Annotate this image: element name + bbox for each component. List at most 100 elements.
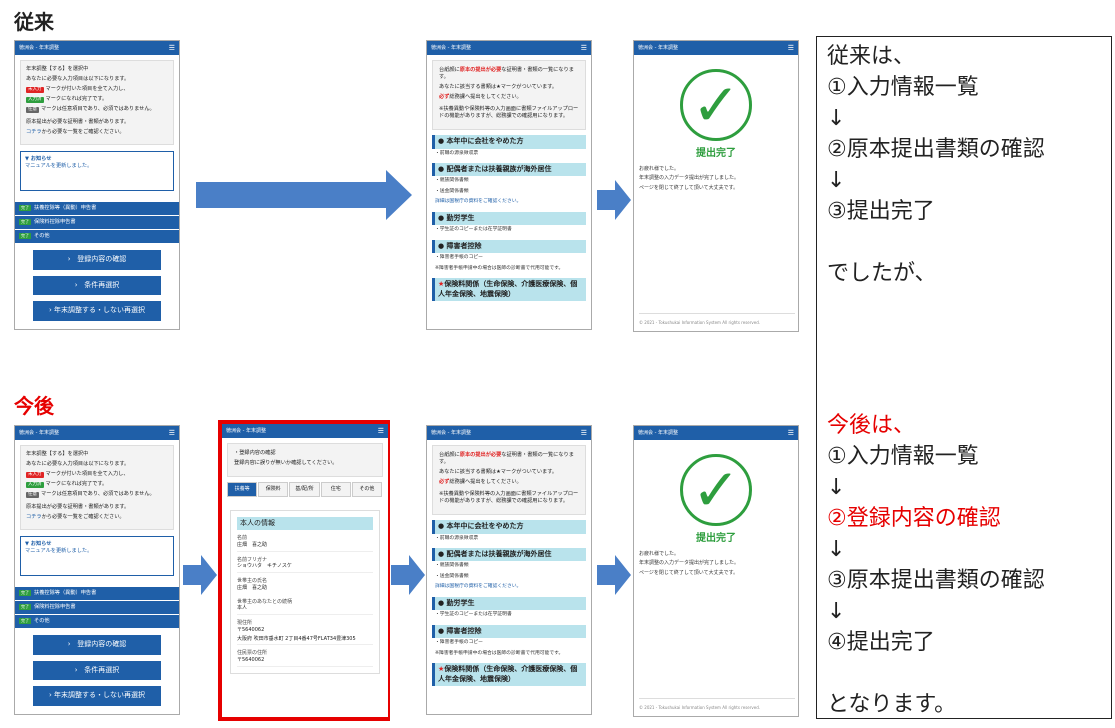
list-item[interactable]: 完了その他: [15, 615, 179, 630]
confirm-intro: ・登録内容の確認 登録内容に誤りが無いか確認してください。: [227, 443, 383, 478]
panel-line: となります。: [827, 692, 957, 717]
list-item[interactable]: 完了保険料控除申告書: [15, 601, 179, 616]
intro-text: あなたに該当する書類は★マークがついています。: [439, 469, 558, 476]
reselect-conditions-button[interactable]: › 条件再選択: [33, 275, 161, 296]
intro-text: な証明書・書類の一覧になります。: [439, 452, 574, 466]
app-header-title: 徳洲会 - 年末調整: [19, 44, 59, 51]
section-header: ● 配偶者または扶養親族が海外居住: [432, 548, 586, 562]
panel-line: ③提出完了: [827, 199, 935, 224]
notice-link[interactable]: マニュアルを更新しました。: [25, 548, 93, 555]
section-title: 保険料関係（生命保険、介護医療保険、個人年金保険、地震保険）: [438, 280, 578, 298]
field-value: 本人: [237, 605, 373, 616]
instruction-text: マークが付いた項目を全て入力し、: [45, 86, 129, 93]
field-value: 大阪府 吹田市垂水町 2丁目4番47号FLAT34豊津305: [237, 636, 373, 646]
intro-text: 総務課へ提出をしてください。: [449, 479, 522, 486]
reselect-adjustment-button[interactable]: › 年末調整する・しない再選択: [33, 301, 161, 321]
instruction-text: マークは任意項目であり、必須ではありません。: [41, 106, 155, 113]
confirm-registration-button[interactable]: › 登録内容の確認: [33, 635, 161, 655]
hamburger-icon[interactable]: ☰: [787, 43, 794, 52]
intro-emphasis: 必ず: [439, 94, 450, 101]
intro-note: ※扶養異動や保険料等の入力画面に書類ファイルアップロードの機能がありますが、総務…: [439, 106, 579, 120]
message-line: お疲れ様でした。: [639, 165, 680, 172]
hamburger-icon[interactable]: ☰: [580, 428, 587, 437]
registration-confirm-screen: 徳洲会 - 年末調整☰ ・登録内容の確認 登録内容に誤りが無いか確認してください…: [222, 424, 388, 717]
list-item-label: その他: [34, 618, 50, 625]
doc-item: ・学生証のコピーまたは在学証明書: [435, 227, 512, 233]
list-item-label: 扶養控除等（異動）申告書: [34, 205, 97, 212]
tab-dependents[interactable]: 扶養等: [227, 482, 258, 497]
reselect-conditions-button[interactable]: › 条件再選択: [33, 660, 161, 681]
panel-line: [827, 227, 1101, 258]
hamburger-icon[interactable]: ☰: [168, 428, 175, 437]
tab-deductions[interactable]: 基/配/所: [289, 482, 320, 497]
badge-entered: 入力済: [26, 97, 44, 104]
button-label: 条件再選択: [84, 280, 120, 289]
instruction-text: マークが付いた項目を全て入力し、: [45, 471, 129, 478]
intro-emphasis: 必ず: [439, 479, 450, 486]
panel-line: ④提出完了: [827, 630, 935, 655]
hamburger-icon[interactable]: ☰: [787, 428, 794, 437]
doc-item: ※障害者手帳申請中の場合は医師の診断書で代用可能です。: [435, 650, 564, 656]
confirm-registration-button[interactable]: › 登録内容の確認: [33, 250, 161, 270]
instruction-lead: 年末調整【する】を選択中: [26, 451, 89, 457]
doc-item: ・親族関係書類: [435, 178, 469, 184]
section-header: ● 本年中に会社をやめた方: [432, 135, 586, 149]
field-value: 庄畑 喜之助: [237, 542, 373, 552]
notice-link[interactable]: マニュアルを更新しました。: [25, 163, 93, 170]
section-header: ★保険料関係（生命保険、介護医療保険、個人年金保険、地震保険）: [432, 278, 586, 301]
button-label: 条件再選択: [84, 665, 120, 674]
small-right-arrow-icon: [597, 555, 631, 595]
status-tag: 完了: [19, 233, 31, 239]
list-item-label: その他: [34, 233, 50, 240]
detail-link[interactable]: 詳細は国税庁の資料をご確認ください。: [435, 584, 522, 590]
completion-message: お疲れ様でした。 年末調整の入力データ提出が完了しました。 ページを閉じて終了し…: [634, 546, 798, 585]
panel-line: でしたが、: [827, 261, 937, 286]
submission-complete-screen: 徳洲会 - 年末調整☰ ✓ 提出完了 お疲れ様でした。 年末調整の入力データ提出…: [633, 40, 799, 332]
notice-title: ▼ お知らせ: [25, 541, 52, 548]
section-title: 配偶者または扶養親族が海外居住: [446, 165, 552, 173]
list-item-label: 扶養控除等（異動）申告書: [34, 590, 97, 597]
section-header: ● 配偶者または扶養親族が海外居住: [432, 163, 586, 177]
panel-line: 今後は、: [827, 413, 916, 438]
message-line: 年末調整の入力データ提出が完了しました。: [639, 560, 740, 567]
field-value: 〒5640062: [237, 657, 373, 667]
reselect-adjustment-button[interactable]: › 年末調整する・しない再選択: [33, 686, 161, 706]
hamburger-icon[interactable]: ☰: [377, 426, 384, 435]
intro-text: ・登録内容の確認: [234, 450, 276, 456]
badge-optional: 任意: [26, 492, 39, 499]
instructions-box: 年末調整【する】を選択中 あなたに必要な入力項目は以下になります。 未入力マーク…: [20, 445, 174, 531]
tab-other[interactable]: その他: [351, 482, 383, 497]
section-title: 障害者控除: [446, 626, 482, 635]
list-item[interactable]: 完了保険料控除申告書: [15, 216, 179, 231]
hamburger-icon[interactable]: ☰: [168, 43, 175, 52]
docs-link[interactable]: コチラ: [26, 129, 42, 136]
badge-unentered: 未入力: [26, 87, 44, 94]
list-item[interactable]: 完了扶養控除等（異動）申告書: [15, 202, 179, 217]
button-label: 登録内容の確認: [77, 640, 127, 649]
button-label: 登録内容の確認: [77, 255, 127, 264]
panel-line: ①入力情報一覧: [827, 444, 979, 469]
docs-intro: 台紙顔に原本の提出が必要な証明書・書類の一覧になります。 あなたに該当する書類は…: [432, 445, 586, 516]
input-list-screen: 徳洲会 - 年末調整☰ 年末調整【する】を選択中 あなたに必要な入力項目は以下に…: [14, 40, 180, 330]
intro-text: 台紙顔に: [439, 452, 460, 458]
doc-item: ※障害者手帳申請中の場合は医師の診断書で代用可能です。: [435, 265, 564, 271]
message-line: 年末調整の入力データ提出が完了しました。: [639, 175, 740, 182]
panel-line: ②原本提出書類の確認: [827, 137, 1045, 162]
field-label: 世帯主のあなたとの続柄: [237, 598, 292, 605]
app-header-title: 徳洲会 - 年末調整: [638, 429, 678, 436]
docs-link[interactable]: コチラ: [26, 514, 42, 521]
tab-housing[interactable]: 住宅: [320, 482, 351, 497]
list-item[interactable]: 完了その他: [15, 230, 179, 245]
doc-item: ・親族関係書類: [435, 563, 469, 569]
field-label: 名前フリガナ: [237, 556, 268, 563]
intro-emphasis: 原本の提出が必要: [459, 67, 502, 73]
doc-item: ・前職の源泉徴収票: [435, 535, 479, 541]
list-item[interactable]: 完了扶養控除等（異動）申告書: [15, 587, 179, 602]
detail-link[interactable]: 詳細は国税庁の資料をご確認ください。: [435, 199, 522, 205]
instruction-text: マークは任意項目であり、必須ではありません。: [41, 491, 155, 498]
app-header-title: 徳洲会 - 年末調整: [638, 44, 678, 51]
checkmark-icon: ✓: [680, 454, 752, 526]
hamburger-icon[interactable]: ☰: [580, 43, 587, 52]
panel-line: [827, 658, 1101, 689]
tab-insurance[interactable]: 保険料: [258, 482, 289, 497]
